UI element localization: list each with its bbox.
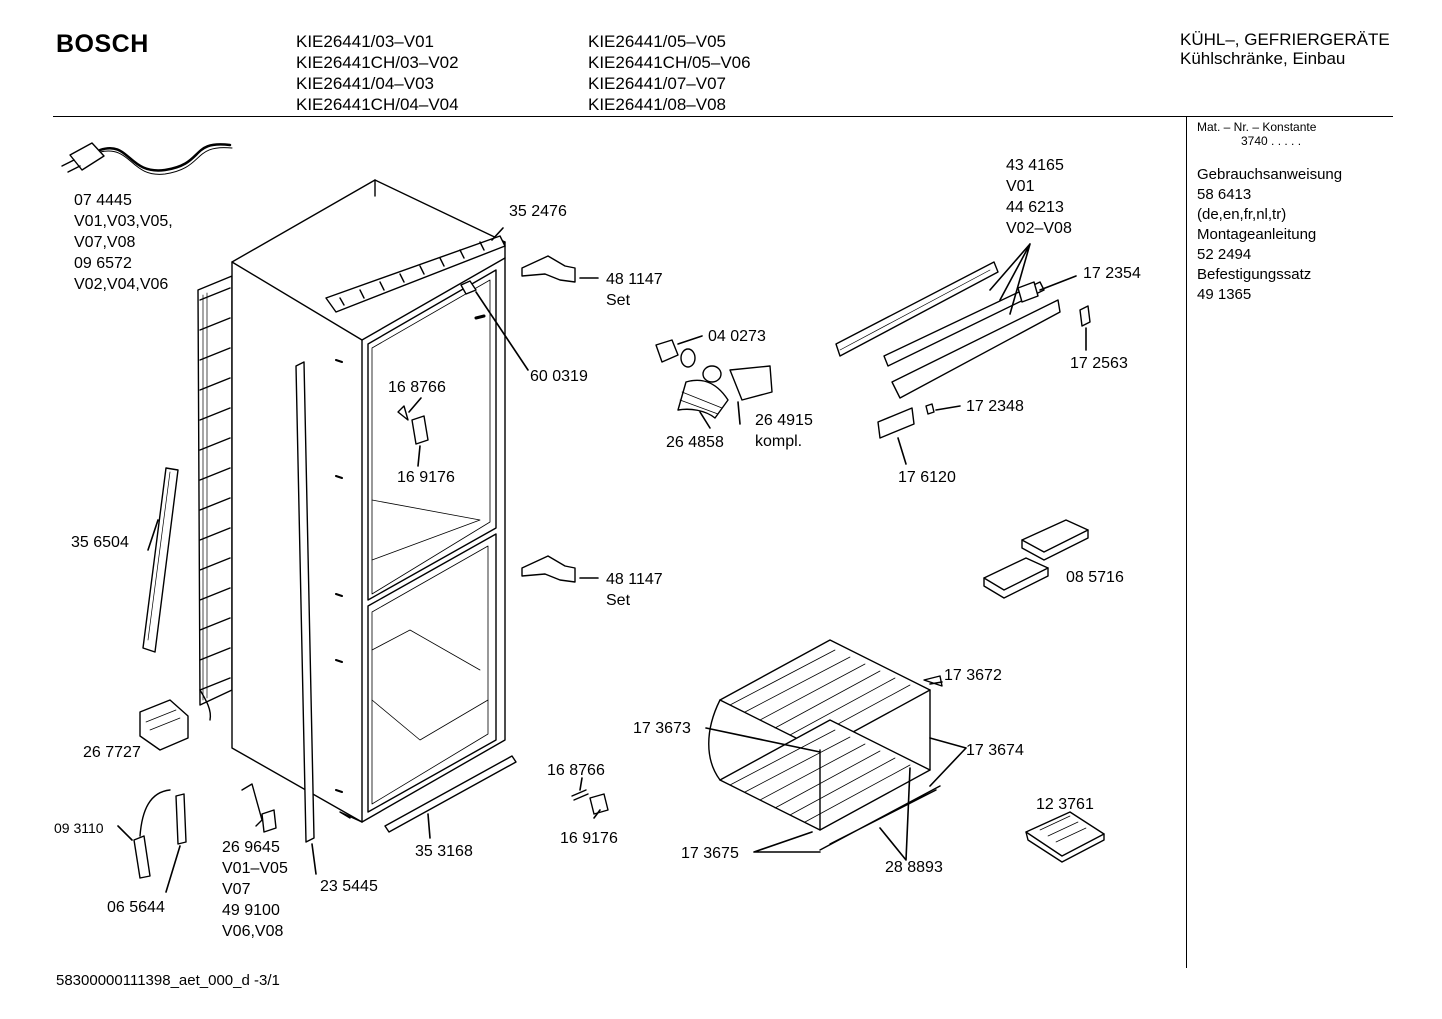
model-item: KIE26441CH/03–V02 [296,53,459,72]
part-label-172563: 17 2563 [1070,355,1128,372]
part-label-line: 09 6572 [74,255,132,272]
info-line: (de,en,fr,nl,tr) [1197,206,1287,223]
exploded-parts-diagram [61,142,1105,893]
leader-lines [117,227,1087,893]
part-label-line: 48 1147 [606,271,663,288]
part-label-093110: 09 3110 [54,820,104,836]
condenser-drawing [197,275,233,721]
part-label-353168: 35 3168 [415,843,473,860]
mat-value: 3740 . . . . . [1241,134,1302,148]
document-id: 58300000111398_aet_000_d -3/1 [56,972,280,989]
part-label-line: 26 9645 [222,839,280,856]
info-line: Montageanleitung [1197,226,1317,243]
part-label-172354: 17 2354 [1083,265,1141,282]
part-label-line: 48 1147 [606,571,663,588]
part-label-288893: 28 8893 [885,859,943,876]
evaporator-coil-drawing [708,639,943,851]
part-label-123761: 12 3761 [1036,796,1094,813]
part-label-264915: 26 4915 kompl. [755,410,813,452]
part-label-173674: 17 3674 [966,742,1024,759]
ice-tray-drawing [1025,811,1105,863]
part-label-481147-upper: 48 1147 Set [606,269,663,311]
part-label-434165: 43 4165 V01 44 6213 V02–V08 [1006,155,1072,239]
info-panel: Mat. – Nr. – Konstante 3740 . . . . . Ge… [1197,120,1342,305]
model-item: KIE26441/03–V01 [296,32,435,51]
side-divider [1186,116,1187,968]
part-label-269645: 26 9645 V01–V05 V07 49 9100 V06,V08 [222,837,288,942]
lamp-assembly-drawing [655,339,773,419]
part-label-line: 43 4165 [1006,157,1064,174]
model-item: KIE26441CH/04–V04 [296,95,459,114]
part-label-line: kompl. [755,433,803,450]
seal-strips-drawing [142,361,517,843]
part-label-line: V07,V08 [74,234,136,251]
part-label-085716: 08 5716 [1066,569,1124,586]
part-label-line: V01–V05 [222,860,288,877]
model-list-col1: KIE26441/03–V01 KIE26441CH/03–V02 KIE264… [296,31,459,115]
controls-drawing [133,699,277,879]
small-parts-drawing [397,280,609,815]
part-label-168766-upper: 16 8766 [388,379,446,396]
part-label-172348: 17 2348 [966,398,1024,415]
part-label-065644: 06 5644 [107,899,165,916]
part-label-352476: 35 2476 [509,203,567,220]
part-label-600319: 60 0319 [530,368,588,385]
part-label-168766-lower: 16 8766 [547,762,605,779]
part-label-235445: 23 5445 [320,878,378,895]
part-label-line: Set [606,592,631,609]
model-item: KIE26441CH/05–V06 [588,53,751,72]
part-label-line: V01,V03,V05, [74,213,173,230]
part-label-173673: 17 3673 [633,720,691,737]
part-label-169176-lower: 16 9176 [560,830,618,847]
part-label-line: Set [606,292,631,309]
part-label-264858: 26 4858 [666,434,724,451]
part-label-176120: 17 6120 [898,469,956,486]
info-line: 49 1365 [1197,286,1252,303]
part-label-356504: 35 6504 [71,534,129,551]
header-divider [53,116,1393,117]
part-label-line: V02–V08 [1006,220,1072,237]
part-label-481147-lower: 48 1147 Set [606,569,663,611]
brand-logo: BOSCH [56,30,149,58]
part-label-line: 26 4915 [755,412,813,429]
info-line: 52 2494 [1197,246,1252,263]
ice-pack-drawing [983,519,1089,599]
part-label-173672: 17 3672 [944,667,1002,684]
part-label-173675: 17 3675 [681,845,739,862]
info-line: Gebrauchsanweisung [1197,166,1343,183]
category-line1: KÜHL–, GEFRIERGERÄTE [1180,30,1390,49]
model-item: KIE26441/04–V03 [296,74,435,93]
model-list-col2: KIE26441/05–V05 KIE26441CH/05–V06 KIE264… [588,31,751,115]
model-item: KIE26441/05–V05 [588,32,727,51]
model-item: KIE26441/07–V07 [588,74,727,93]
part-label-line: 44 6213 [1006,199,1064,216]
part-label-169176-upper: 16 9176 [397,469,455,486]
category-line2: Kühlschränke, Einbau [1180,49,1346,68]
info-line: 58 6413 [1197,186,1252,203]
part-label-074445: 07 4445 V01,V03,V05, V07,V08 09 6572 V02… [74,190,173,295]
hinge-drawing [521,255,576,583]
mat-label: Mat. – Nr. – Konstante [1197,120,1317,134]
part-label-line: V06,V08 [222,923,284,940]
part-label-line: V07 [222,881,251,898]
info-line: Befestigungssatz [1197,266,1312,283]
part-label-line: 07 4445 [74,192,132,209]
category-title: KÜHL–, GEFRIERGERÄTE Kühlschränke, Einba… [1180,30,1390,68]
evaporator-rails-drawing [835,261,1091,439]
power-cord-drawing [61,142,233,175]
cabinet-drawing [231,179,506,823]
part-label-line: V02,V04,V06 [74,276,169,293]
part-label-267727: 26 7727 [83,744,141,761]
model-item: KIE26441/08–V08 [588,95,727,114]
part-label-040273: 04 0273 [708,328,766,345]
part-label-line: V01 [1006,178,1035,195]
part-label-line: 49 9100 [222,902,280,919]
